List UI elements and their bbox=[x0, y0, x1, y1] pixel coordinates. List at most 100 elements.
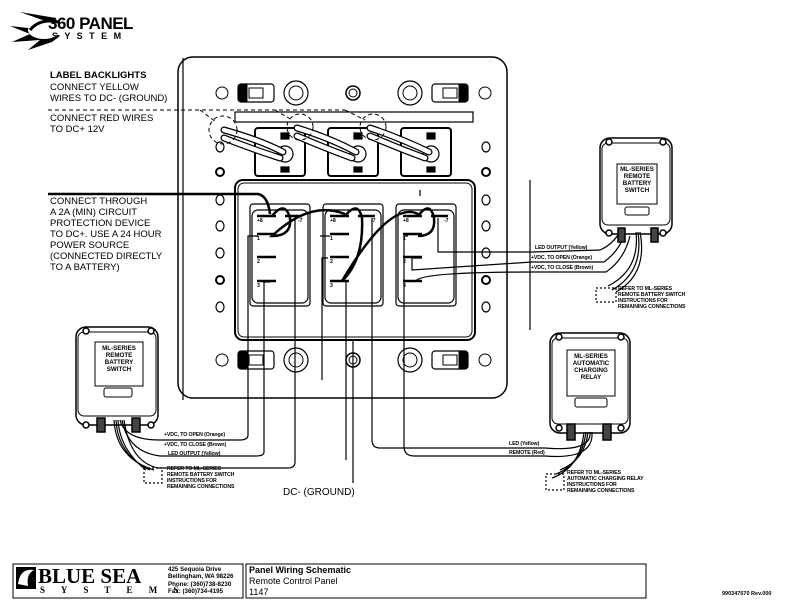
device-label-line: ML-SERIES bbox=[574, 353, 608, 360]
right-wire-led: LED OUTPUT (Yellow) bbox=[535, 245, 588, 251]
panel-side-holes bbox=[215, 141, 491, 313]
address-line: Fax: (360)734-4195 bbox=[168, 588, 224, 596]
terminal-label: 1 bbox=[330, 236, 333, 242]
refer-line: REMAINING CONNECTIONS bbox=[167, 483, 235, 490]
terminal-label: -7 bbox=[371, 218, 376, 224]
power-note-line: TO DC+. USE A 24 HOUR bbox=[50, 228, 162, 240]
logo-subtitle: S Y S T E M bbox=[52, 31, 124, 41]
backlight-callout bbox=[48, 109, 387, 145]
power-note-line: POWER SOURCE bbox=[50, 239, 130, 251]
backlight-note-title: LABEL BACKLIGHTS bbox=[50, 70, 147, 81]
rocker-switches bbox=[249, 203, 457, 307]
backlight-note-red-2: TO DC+ 12V bbox=[50, 124, 105, 135]
relay-wire-led: LED (Yellow) bbox=[509, 441, 540, 447]
relay-label: ML-SERIES AUTOMATIC CHARGING RELAY bbox=[567, 353, 615, 382]
refer-line: REFER TO ML-SERIES bbox=[567, 470, 622, 476]
device-label-line: ML-SERIES bbox=[620, 166, 654, 173]
power-note-line: PROTECTION DEVICE bbox=[50, 217, 151, 229]
refer-line: REFER TO ML-SERIES bbox=[167, 466, 222, 472]
document-number: 990347670 Rev.000 bbox=[722, 591, 772, 597]
left-wire-close: +VDC, TO CLOSE (Brown) bbox=[164, 442, 227, 448]
refer-line: REMAINING CONNECTIONS bbox=[618, 303, 686, 310]
right-battery-switch-device bbox=[599, 137, 673, 243]
refer-line: INSTRUCTIONS FOR bbox=[167, 477, 217, 484]
refer-line: REFER TO ML-SERIES bbox=[618, 286, 673, 292]
drawing-title: Panel Wiring Schematic bbox=[249, 565, 351, 575]
terminal-label: +8 bbox=[257, 218, 263, 224]
right-switch-label: ML-SERIES REMOTE BATTERY SWITCH bbox=[617, 166, 657, 195]
device-label-line: SWITCH bbox=[106, 366, 132, 374]
terminal-label: 1 bbox=[403, 236, 406, 242]
right-switch-harness bbox=[595, 231, 643, 303]
company-name: BLUE SEA bbox=[38, 564, 142, 588]
device-label-line: AUTOMATIC bbox=[572, 360, 610, 368]
relay-refer-note: REFER TO ML-SERIES AUTOMATIC CHARGING RE… bbox=[567, 470, 644, 495]
terminal-label: -7 bbox=[298, 218, 303, 224]
relay-harness bbox=[544, 431, 593, 491]
terminal-label: 3 bbox=[257, 283, 260, 289]
refer-line: REMOTE BATTERY SWITCH bbox=[618, 291, 686, 298]
terminal-label: -7 bbox=[444, 218, 449, 224]
backlight-note-yellow-2: WIRES TO DC- (GROUND) bbox=[50, 93, 168, 104]
terminal-label: 3 bbox=[330, 283, 333, 289]
backlight-note-yellow-1: CONNECT YELLOW bbox=[50, 82, 139, 93]
ground-label: DC- (GROUND) bbox=[283, 487, 355, 498]
device-label-line: BATTERY bbox=[104, 359, 134, 367]
power-note-line: CONNECT THROUGH bbox=[50, 196, 148, 207]
blue-sea-wave-icon bbox=[16, 567, 36, 589]
refer-line: INSTRUCTIONS FOR bbox=[567, 481, 617, 488]
drawing-subtitle: Remote Control Panel bbox=[249, 576, 338, 586]
power-note-line: TO A BATTERY) bbox=[50, 261, 120, 273]
device-label-line: RELAY bbox=[580, 374, 602, 382]
charging-relay-device bbox=[549, 332, 631, 441]
logo-title: 360 PANEL bbox=[48, 14, 133, 33]
panel-top-hardware bbox=[215, 80, 492, 106]
right-switch-refer-note: REFER TO ML-SERIES REMOTE BATTERY SWITCH… bbox=[618, 286, 686, 311]
right-wire-open: +VDC, TO OPEN (Orange) bbox=[531, 255, 592, 261]
logo-star-icon bbox=[10, 12, 60, 50]
panel-bottom-hardware bbox=[215, 347, 492, 373]
title-block-title-box bbox=[245, 563, 647, 599]
power-note-line: A 2A (MIN) CIRCUIT bbox=[50, 206, 138, 218]
left-battery-switch-device bbox=[75, 326, 159, 433]
left-wire-led: LED OUTPUT (Yellow) bbox=[168, 451, 221, 457]
part-number: 1147 bbox=[249, 587, 269, 597]
address-line: 425 Sequoia Drive bbox=[168, 566, 222, 573]
device-label-line: ML-SERIES bbox=[102, 345, 136, 352]
relay-wire-remote: REMOTE (Red) bbox=[509, 450, 545, 456]
power-source-note: CONNECT THROUGH A 2A (MIN) CIRCUIT PROTE… bbox=[50, 196, 163, 273]
right-wire-close: +VDC, TO CLOSE (Brown) bbox=[531, 265, 594, 271]
terminal-label: 2 bbox=[403, 259, 406, 265]
power-note-line: (CONNECTED DIRECTLY bbox=[50, 250, 163, 262]
refer-line: REMOTE BATTERY SWITCH bbox=[167, 471, 235, 478]
signal-wires bbox=[158, 58, 631, 483]
company-tagline: S Y S T E M S bbox=[40, 585, 186, 595]
device-label-line: REMOTE bbox=[623, 173, 651, 181]
terminal-label: 3 bbox=[403, 283, 406, 289]
left-switch-harness bbox=[113, 419, 163, 484]
terminal-label: 2 bbox=[330, 259, 333, 265]
device-label-line: CHARGING bbox=[574, 367, 608, 375]
terminal-label: +8 bbox=[330, 218, 336, 224]
device-label-line: SWITCH bbox=[624, 187, 650, 195]
company-address: 425 Sequoia Drive Bellingham, WA 98226 P… bbox=[168, 566, 233, 596]
refer-line: AUTOMATIC CHARGING RELAY bbox=[567, 475, 644, 482]
left-wire-open: +VDC, TO OPEN (Orange) bbox=[164, 432, 225, 438]
address-line: Bellingham, WA 98226 bbox=[168, 573, 234, 581]
left-switch-label: ML-SERIES REMOTE BATTERY SWITCH bbox=[95, 345, 143, 374]
title-block-logo-box bbox=[12, 563, 244, 599]
refer-line: REMAINING CONNECTIONS bbox=[567, 487, 635, 494]
power-wires bbox=[48, 192, 436, 282]
breaker-strip bbox=[234, 111, 474, 177]
address-line: Phone: (360)738-8230 bbox=[168, 580, 232, 588]
left-switch-refer-note: REFER TO ML-SERIES REMOTE BATTERY SWITCH… bbox=[167, 466, 235, 491]
terminal-label: 1 bbox=[257, 236, 260, 242]
terminal-label: +8 bbox=[403, 218, 409, 224]
breaker-toggles bbox=[220, 124, 440, 173]
terminal-label: 2 bbox=[257, 259, 260, 265]
device-label-line: REMOTE bbox=[105, 352, 133, 360]
device-label-line: BATTERY bbox=[622, 180, 652, 188]
refer-line: INSTRUCTIONS FOR bbox=[618, 297, 668, 304]
backlight-note-red-1: CONNECT RED WIRES bbox=[50, 113, 154, 124]
